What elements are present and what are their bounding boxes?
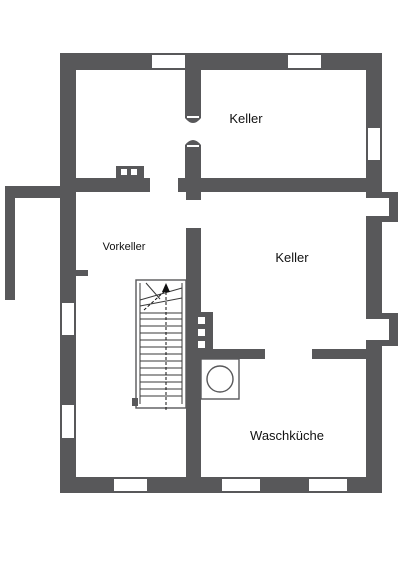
wall-vertical-lower	[186, 228, 201, 493]
wall-vertical-upper-a	[185, 68, 201, 118]
external-wall-west	[5, 186, 62, 300]
stair-direction-arrow-icon	[143, 283, 170, 410]
window-south-left	[114, 479, 147, 491]
window-west-middle	[62, 303, 74, 335]
window-east-top	[368, 128, 380, 160]
room-label-vorkeller: Vorkeller	[103, 241, 146, 253]
wall-waschkueche-right	[312, 349, 382, 359]
room-label-keller-main: Keller	[275, 250, 309, 265]
stair-treads	[139, 282, 183, 397]
window-north-right	[288, 55, 321, 68]
chimney-icon	[116, 166, 144, 178]
washing-machine-icon	[200, 358, 240, 400]
wall-east	[366, 53, 382, 493]
window-south-right	[309, 479, 347, 491]
wall-horizontal-right	[178, 178, 382, 192]
window-south-mid	[222, 479, 260, 491]
staircase-icon	[132, 279, 187, 410]
windows	[62, 55, 380, 491]
wall-west	[60, 53, 76, 493]
interior-walls	[76, 68, 382, 493]
room-label-waschkueche: Waschküche	[250, 428, 324, 443]
wall-waschkueche-left	[201, 349, 265, 359]
outer-walls	[60, 53, 382, 493]
window-west-lower	[62, 405, 74, 438]
wall-horizontal-left	[76, 178, 150, 192]
light-well-upper	[366, 192, 398, 222]
shaft-icon	[195, 312, 213, 356]
wall-vertical-upper-b	[185, 145, 201, 185]
wall-north	[60, 53, 382, 70]
door-jambs	[178, 116, 201, 200]
room-label-keller-top: Keller	[229, 111, 263, 126]
window-north-left	[152, 55, 185, 68]
light-well-lower	[366, 313, 398, 346]
